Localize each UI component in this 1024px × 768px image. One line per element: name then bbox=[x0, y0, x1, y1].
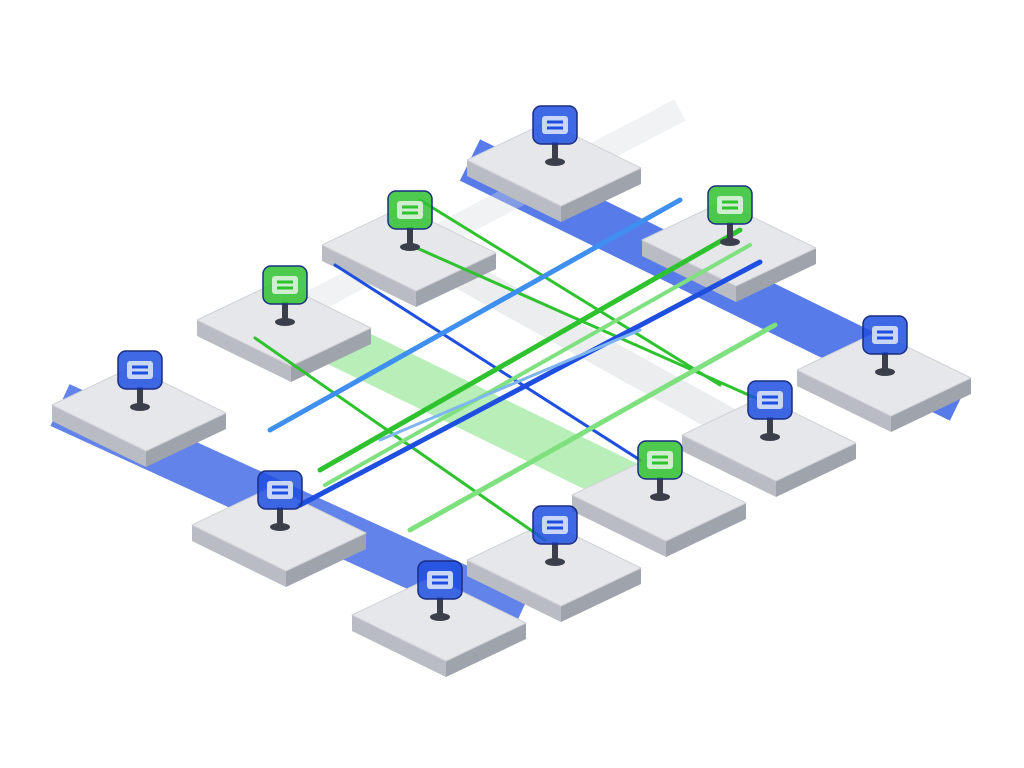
chat-icon[interactable] bbox=[257, 470, 303, 531]
platform-side bbox=[666, 503, 746, 557]
platform-side bbox=[197, 320, 291, 382]
connection-line bbox=[408, 243, 762, 402]
icon-base bbox=[875, 368, 895, 376]
connection-lines bbox=[253, 197, 778, 542]
icon-stand bbox=[437, 597, 443, 615]
icon-stand bbox=[727, 222, 733, 240]
platform-side bbox=[446, 623, 526, 677]
icon-screen bbox=[542, 516, 568, 534]
platform-side bbox=[291, 328, 371, 382]
icon-base bbox=[760, 433, 780, 441]
document-icon[interactable] bbox=[262, 265, 308, 326]
icon-screen bbox=[872, 326, 898, 344]
icon-screen bbox=[127, 361, 153, 379]
connection-line bbox=[317, 227, 743, 473]
icon-stand bbox=[767, 417, 773, 435]
platform-side bbox=[286, 533, 366, 587]
connection-line bbox=[378, 328, 642, 442]
icon-base bbox=[400, 243, 420, 251]
icon-screen bbox=[542, 116, 568, 134]
folder-icon[interactable] bbox=[117, 350, 163, 411]
connection-line bbox=[418, 198, 722, 387]
connection-line bbox=[323, 243, 752, 487]
connection-line bbox=[297, 259, 763, 508]
icon-base bbox=[545, 558, 565, 566]
node-icons bbox=[117, 105, 908, 621]
icon-stand bbox=[882, 352, 888, 370]
icon-screen bbox=[427, 571, 453, 589]
icon-stand bbox=[282, 302, 288, 320]
folder-icon[interactable] bbox=[417, 560, 463, 621]
platform-side bbox=[146, 413, 226, 467]
platform-side bbox=[572, 495, 666, 557]
platform-side bbox=[322, 245, 416, 307]
chat-icon[interactable] bbox=[387, 190, 433, 251]
icon-screen bbox=[267, 481, 293, 499]
platform-side bbox=[52, 405, 146, 467]
platform-side bbox=[192, 525, 286, 587]
monitor-icon[interactable] bbox=[532, 505, 578, 566]
icon-base bbox=[650, 493, 670, 501]
icon-screen bbox=[647, 451, 673, 469]
monitor-icon[interactable] bbox=[747, 380, 793, 441]
icon-stand bbox=[657, 477, 663, 495]
icon-base bbox=[545, 158, 565, 166]
icon-base bbox=[130, 403, 150, 411]
icon-screen bbox=[272, 276, 298, 294]
icon-screen bbox=[397, 201, 423, 219]
icon-stand bbox=[552, 542, 558, 560]
icon-screen bbox=[757, 391, 783, 409]
platform-side bbox=[736, 248, 816, 302]
icon-stand bbox=[137, 387, 143, 405]
connection-line bbox=[407, 322, 778, 533]
platform-side bbox=[467, 160, 561, 222]
icon-stand bbox=[407, 227, 413, 245]
monitor-icon[interactable] bbox=[532, 105, 578, 166]
platform-side bbox=[682, 435, 776, 497]
platform-side bbox=[467, 560, 561, 622]
icon-base bbox=[720, 238, 740, 246]
platform-side bbox=[891, 378, 971, 432]
icon-screen bbox=[717, 196, 743, 214]
platform-side bbox=[352, 615, 446, 677]
folder-icon[interactable] bbox=[862, 315, 908, 376]
platform-side bbox=[561, 568, 641, 622]
connection-line bbox=[267, 197, 683, 433]
platform-side bbox=[416, 253, 496, 307]
platform-side bbox=[797, 370, 891, 432]
platform-side bbox=[561, 168, 641, 222]
icon-stand bbox=[277, 507, 283, 525]
chat-icon[interactable] bbox=[637, 440, 683, 501]
connection-line bbox=[253, 336, 547, 542]
icon-stand bbox=[552, 142, 558, 160]
icon-base bbox=[430, 613, 450, 621]
icon-base bbox=[270, 523, 290, 531]
folder-icon[interactable] bbox=[707, 185, 753, 246]
platform-side bbox=[776, 443, 856, 497]
icon-base bbox=[275, 318, 295, 326]
